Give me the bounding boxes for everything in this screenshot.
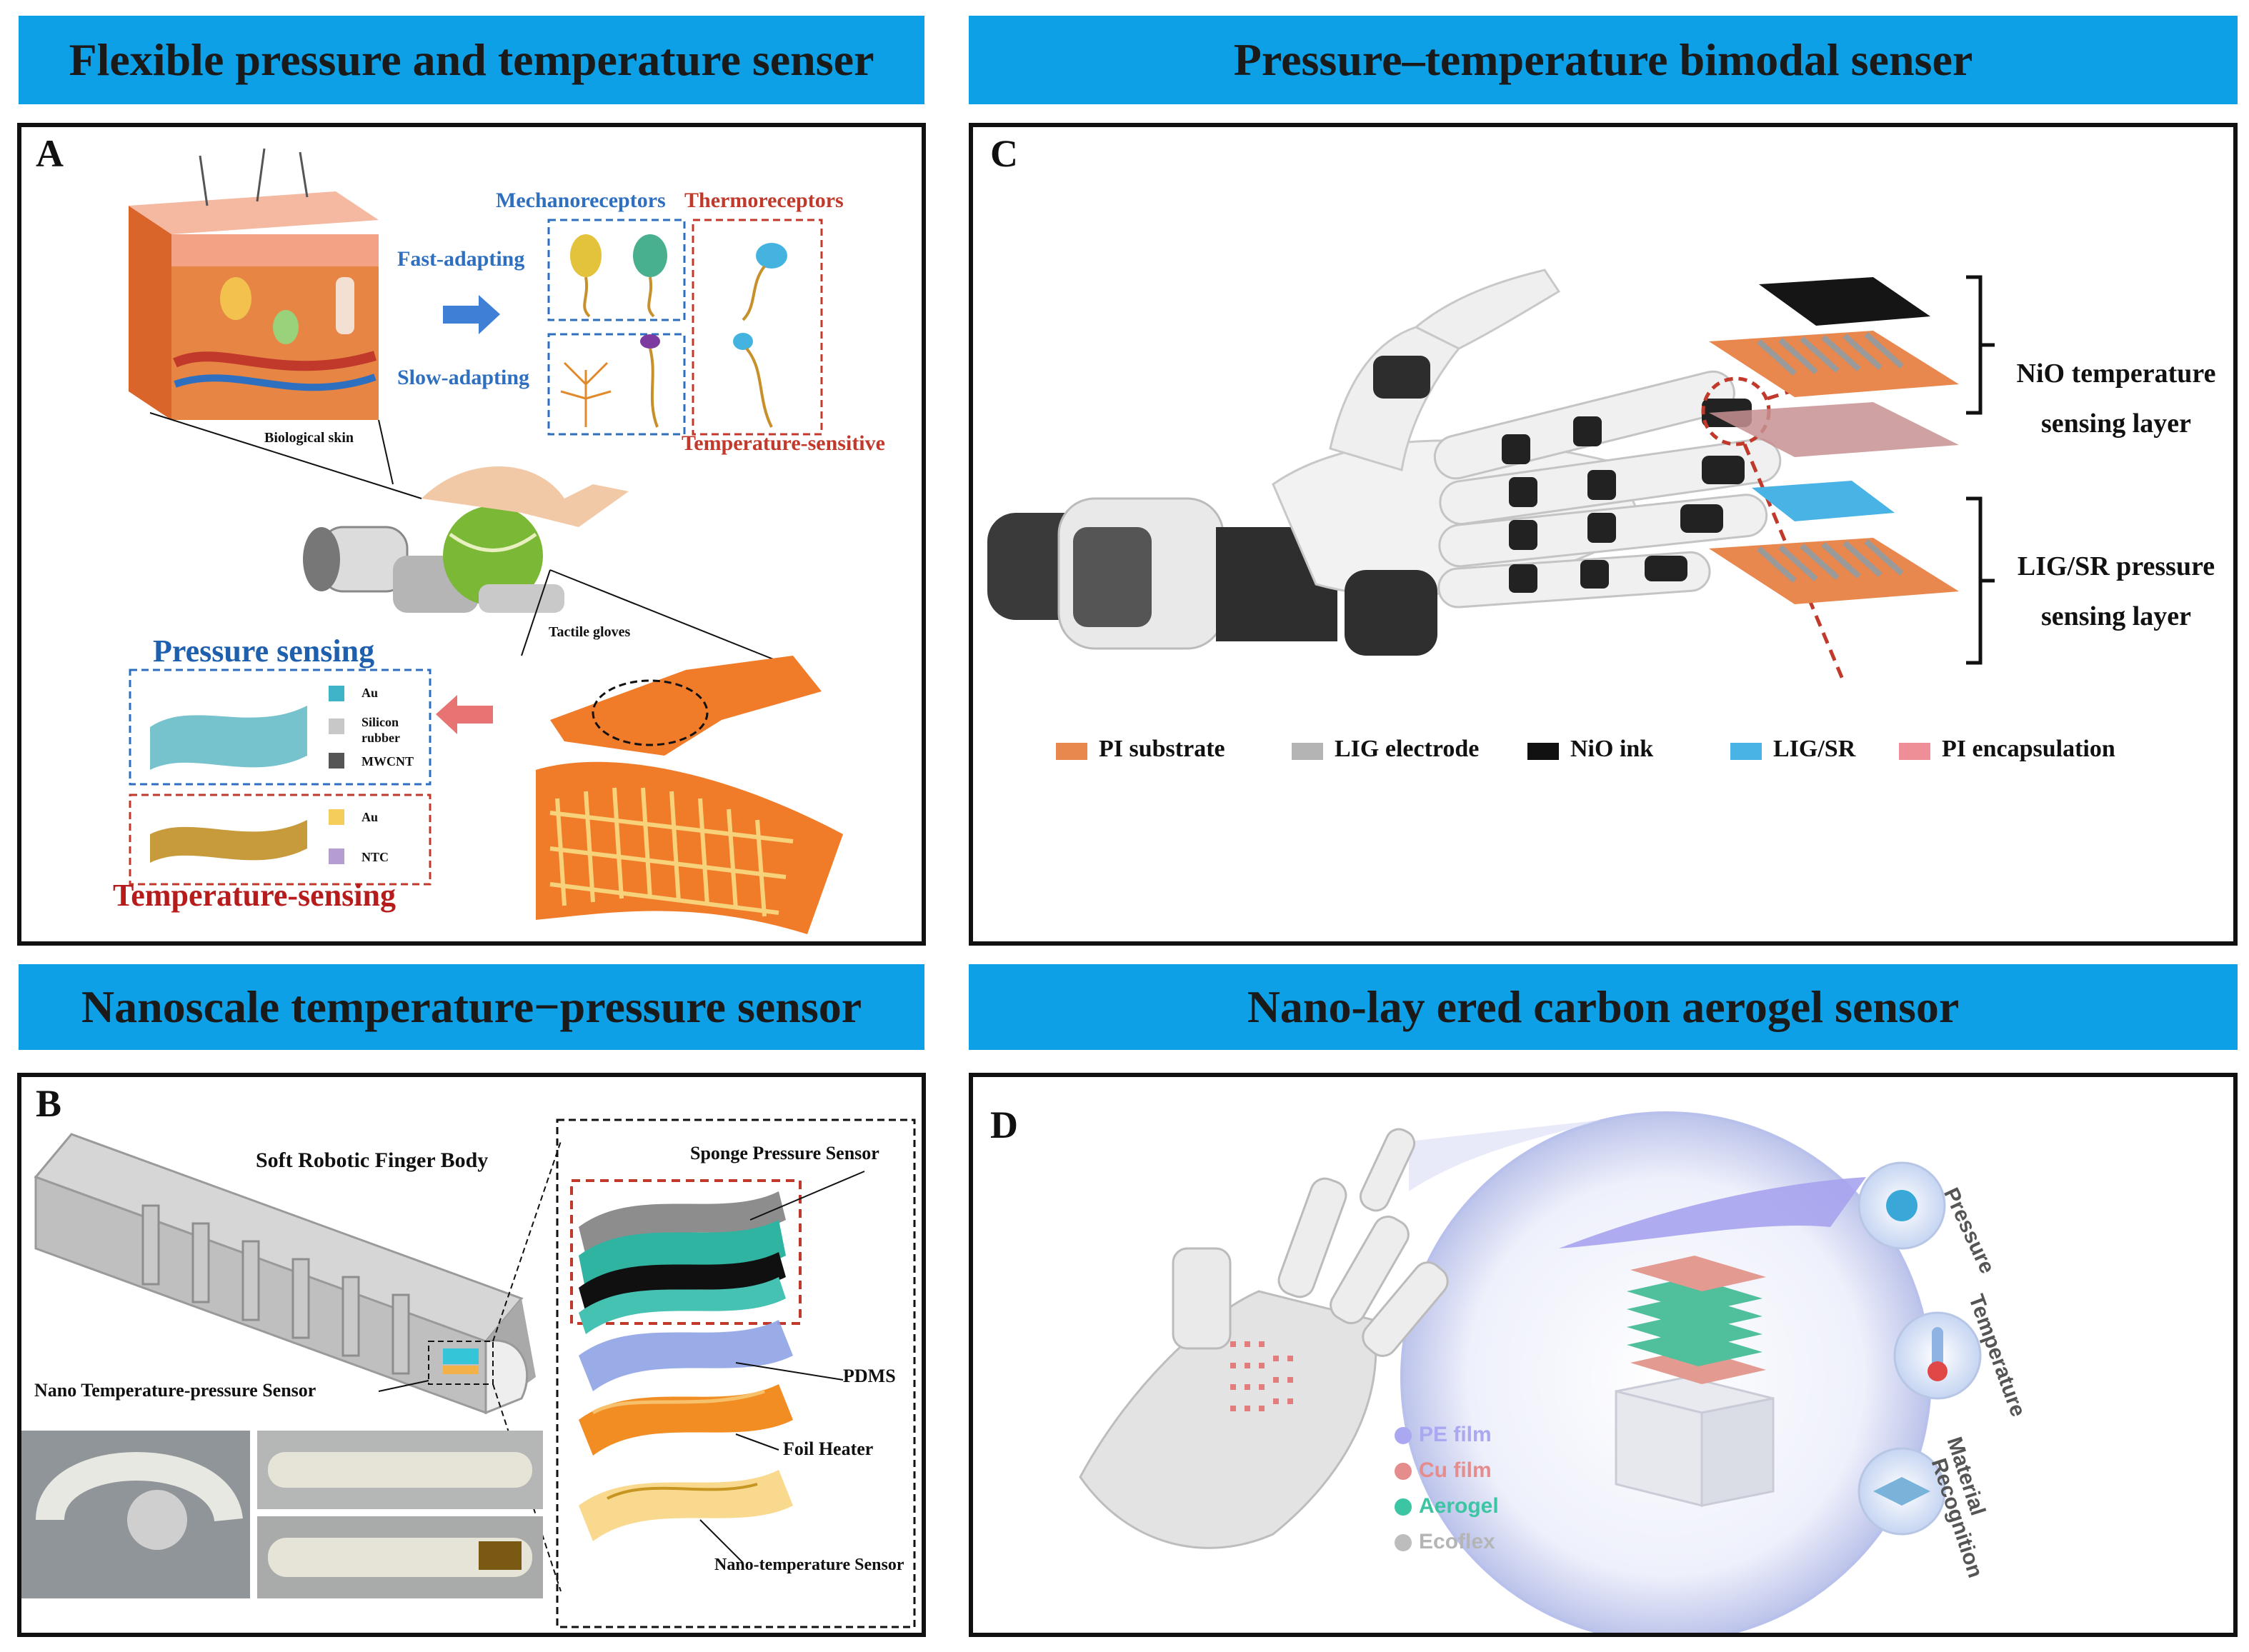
arrow-right-icon	[443, 295, 500, 334]
foil-heater-label: Foil Heater	[783, 1438, 874, 1459]
swatch-pi-encapsulation	[1899, 743, 1930, 760]
arrow-left-icon	[436, 695, 493, 734]
panel-d-legend-dots	[1395, 1427, 1412, 1551]
legend-silicon-rubber: Silicon rubber	[361, 715, 400, 745]
legend-au-temperature: Au	[361, 810, 379, 824]
nio-layer-label: NiO temperature sensing layer	[2016, 359, 2216, 439]
legend-lig-electrode: LIG electrode	[1335, 736, 1480, 762]
legend-aerogel: Aerogel	[1419, 1494, 1499, 1518]
robot-hand-illustration	[987, 269, 1860, 685]
aerogel-stack-illustration	[1615, 1256, 1775, 1507]
temperature-sensing-label: Temperature-sensing	[113, 878, 396, 913]
pdms-label: PDMS	[843, 1366, 896, 1386]
legend-pi-substrate: PI substrate	[1099, 736, 1225, 762]
layer-stack-illustration	[1709, 275, 1995, 665]
temperature-sensitive-label: Temperature-sensitive	[682, 431, 885, 455]
legend-lig-sr: LIG/SR	[1773, 736, 1856, 762]
slow-adapting-label: Slow-adapting	[397, 366, 530, 389]
skin-block-illustration	[129, 148, 379, 420]
panel-a: A	[17, 123, 926, 946]
biological-skin-label: Biological skin	[264, 430, 354, 446]
nano-sensor-label: Nano Temperature-pressure Sensor	[34, 1380, 316, 1401]
legend-pe-film: PE film	[1419, 1423, 1492, 1446]
panel-b-label: B	[36, 1082, 62, 1125]
legend-mwcnt: MWCNT	[361, 754, 414, 769]
swatch-lig-sr	[1730, 743, 1762, 760]
panel-b-illustration	[21, 1118, 916, 1628]
tactile-gloves-label: Tactile gloves	[549, 624, 631, 640]
legend-pi-encapsulation: PI encapsulation	[1942, 736, 2115, 762]
pressure-sensing-label: Pressure sensing	[153, 634, 375, 669]
legend-au-pressure: Au	[361, 686, 379, 700]
finger-body-illustration	[34, 1133, 562, 1592]
swatch-pi-substrate	[1056, 743, 1087, 760]
panel-a-label: A	[36, 132, 64, 175]
legend-cu-film: Cu film	[1419, 1458, 1492, 1482]
header-panel-b: Nanoscale temperature−pressure sensor	[19, 964, 924, 1050]
legend-ntc: NTC	[361, 850, 389, 864]
swatch-nio-ink	[1527, 743, 1559, 760]
lig-sr-layer-label: LIG/SR pressure sensing layer	[2017, 551, 2215, 631]
panel-c-legend-swatches	[1056, 743, 1930, 760]
panel-c: C	[969, 123, 2238, 946]
thermoreceptors-label: Thermoreceptors	[684, 189, 844, 212]
header-panel-c: Pressure–temperature bimodal senser	[969, 16, 2238, 104]
panel-c-illustration	[987, 269, 1995, 760]
nano-temperature-label: Nano-temperature Sensor	[714, 1556, 904, 1574]
sponge-label: Sponge Pressure Sensor	[690, 1143, 879, 1163]
mechanoreceptors-label: Mechanoreceptors	[496, 189, 666, 212]
panel-d-label: D	[990, 1103, 1018, 1146]
robot-hand-d-illustration	[1079, 1128, 1449, 1549]
finger-photos	[21, 1431, 543, 1598]
legend-nio-ink: NiO ink	[1570, 736, 1654, 762]
legend-ecoflex: Ecoflex	[1419, 1530, 1495, 1553]
finger-body-label: Soft Robotic Finger Body	[256, 1148, 489, 1172]
fast-adapting-label: Fast-adapting	[397, 247, 525, 271]
panel-a-illustration	[129, 148, 843, 934]
header-panel-a: Flexible pressure and temperature senser	[19, 16, 924, 104]
panel-d-illustration	[1079, 1111, 1982, 1633]
header-panel-d: Nano-lay ered carbon aerogel sensor	[969, 964, 2238, 1050]
panel-c-label: C	[990, 132, 1018, 175]
panel-b: B	[17, 1073, 926, 1637]
swatch-lig-electrode	[1292, 743, 1323, 760]
panel-d: D	[969, 1073, 2238, 1637]
